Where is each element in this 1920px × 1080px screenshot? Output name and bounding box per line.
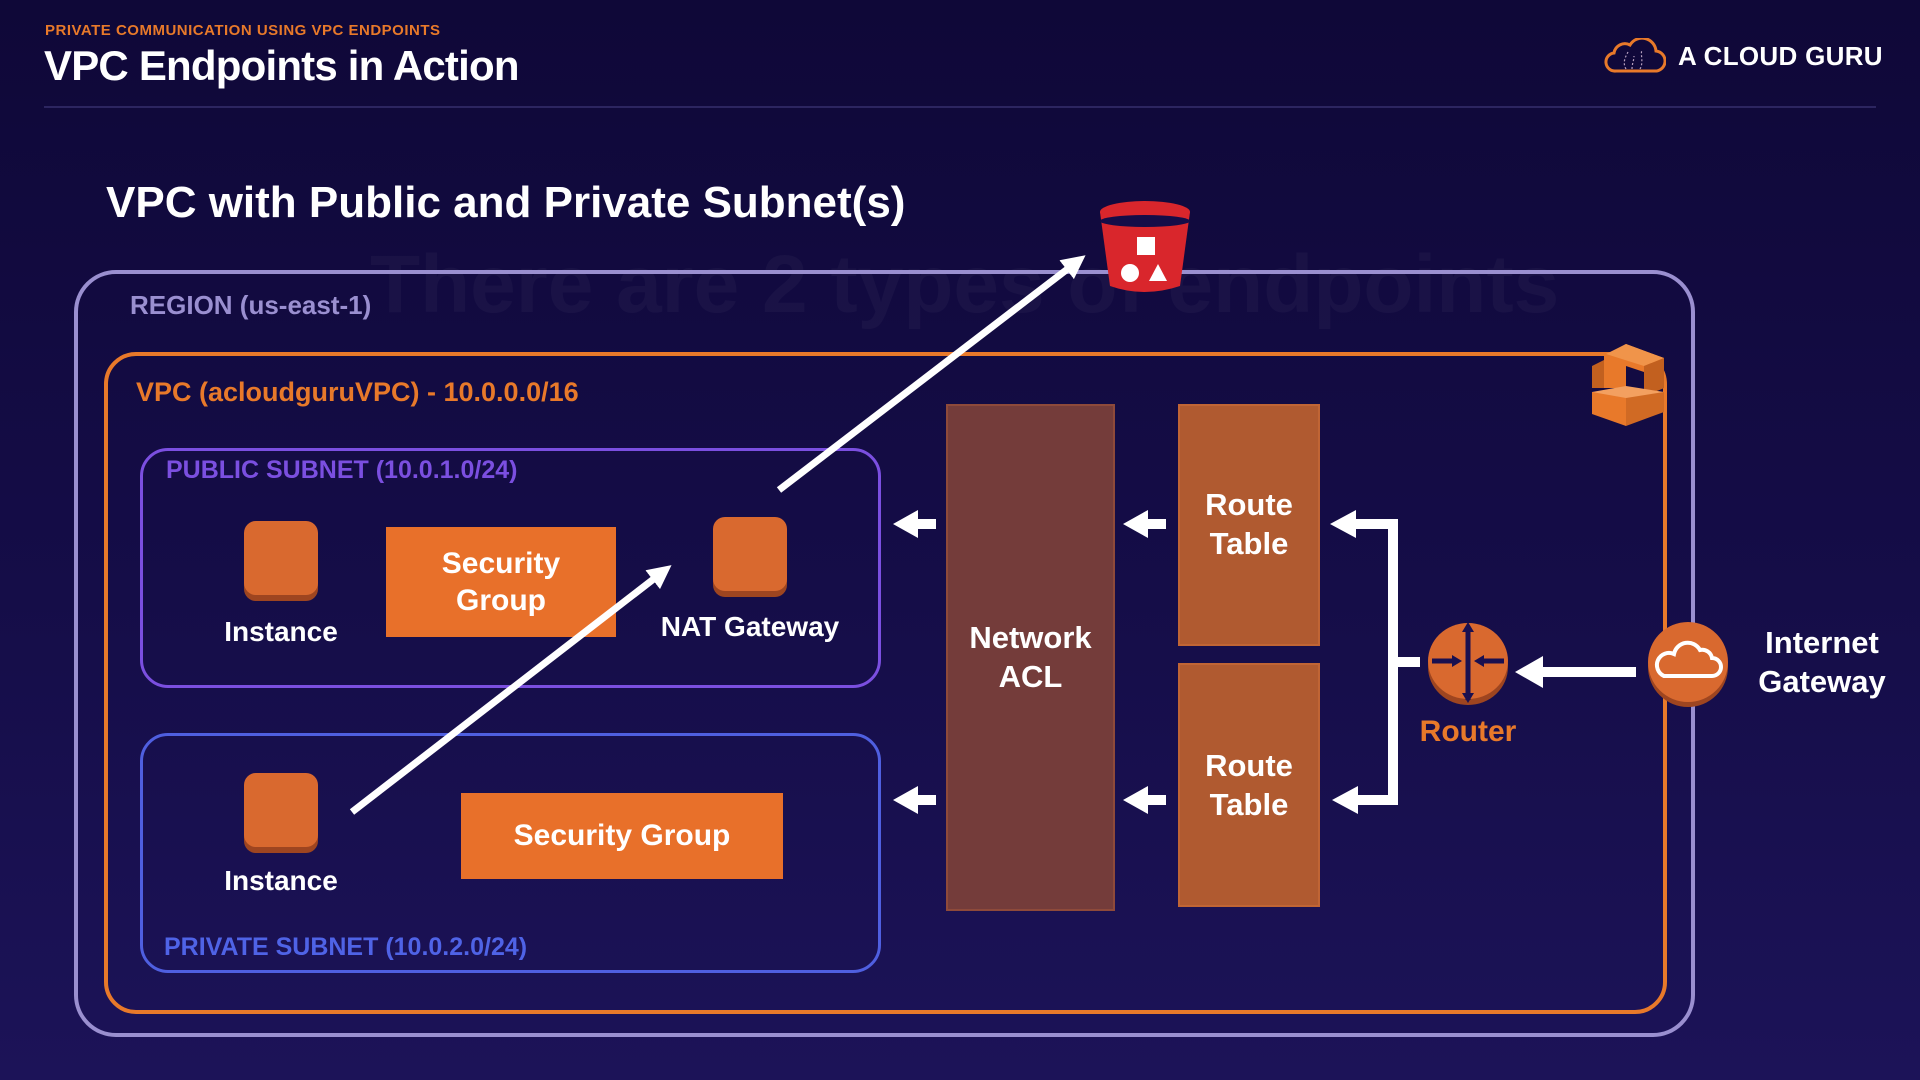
arrow-left-icon	[1123, 786, 1166, 814]
s3-bucket-icon[interactable]	[1100, 201, 1190, 292]
vpc-label: VPC (acloudguruVPC) - 10.0.0.0/16	[136, 377, 579, 407]
slide-title: VPC Endpoints in Action	[44, 42, 520, 89]
arrow-left-icon	[893, 786, 936, 814]
internet-gateway-icon[interactable]	[1648, 622, 1728, 707]
router-label: Router	[1419, 715, 1517, 748]
slide-kicker: PRIVATE COMMUNICATION USING VPC ENDPOINT…	[45, 22, 441, 39]
region-label: REGION (us-east-1)	[130, 290, 372, 320]
private-instance-label: Instance	[224, 865, 338, 896]
internet-gateway-label-text: Internet Gateway	[1758, 625, 1886, 699]
private-to-nat-arrow	[349, 565, 672, 815]
arrow-left-icon	[1330, 510, 1393, 538]
brand-name: A CLOUD GURU	[1678, 40, 1883, 71]
route-table-label: Route Table	[1205, 487, 1293, 561]
router-bracket	[1388, 519, 1420, 805]
router-icon[interactable]	[1428, 622, 1508, 705]
cloud-icon	[1604, 38, 1666, 73]
nat-gateway-icon[interactable]	[713, 517, 787, 591]
diagram-heading: VPC with Public and Private Subnet(s)	[106, 178, 906, 227]
route-table-private[interactable]: Route Table	[1178, 663, 1320, 907]
private-instance-icon[interactable]	[244, 773, 318, 847]
igw-to-router-arrow	[1515, 656, 1636, 688]
arrow-left-icon	[1123, 510, 1166, 538]
arrow-left-icon	[893, 510, 936, 538]
internet-gateway-label: Internet Gateway	[1747, 624, 1897, 702]
network-acl[interactable]: Network ACL	[946, 404, 1115, 911]
flow-arrows	[893, 510, 1393, 814]
network-acl-label: Network ACL	[969, 619, 1092, 694]
private-security-group[interactable]: Security Group	[461, 793, 783, 879]
private-subnet-label: PRIVATE SUBNET (10.0.2.0/24)	[164, 933, 528, 961]
route-table-label: Route Table	[1205, 748, 1293, 822]
private-security-group-label: Security Group	[513, 819, 731, 853]
route-table-public[interactable]: Route Table	[1178, 404, 1320, 646]
private-subnet	[140, 733, 881, 973]
header-divider	[44, 106, 1876, 108]
aws-vpc-icon	[1592, 344, 1664, 426]
arrow-left-icon	[1332, 786, 1393, 814]
public-subnet-label: PUBLIC SUBNET (10.0.1.0/24)	[166, 456, 518, 484]
public-instance-label: Instance	[224, 616, 338, 647]
nat-gateway-label: NAT Gateway	[660, 611, 840, 642]
nat-to-s3-arrow	[776, 255, 1086, 493]
brand-logo: A CLOUD GURU	[1604, 36, 1883, 76]
public-security-group[interactable]: Security Group	[386, 527, 616, 637]
public-security-group-label: Security Group	[441, 546, 561, 618]
public-instance-icon[interactable]	[244, 521, 318, 595]
